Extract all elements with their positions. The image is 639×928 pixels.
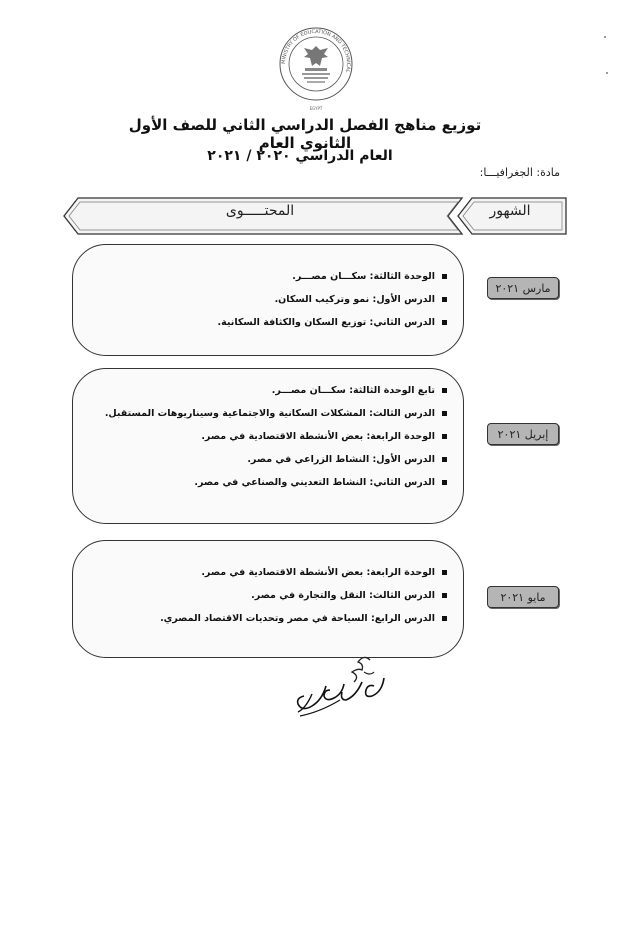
month-content-box: الوحدة الثالثة: سكـــان مصـــر. الدرس ال… [72,244,464,356]
list-item: الوحدة الرابعة: بعض الأنشطة الاقتصادية ف… [87,425,449,448]
list-item: الوحدة الرابعة: بعض الأنشطة الاقتصادية ف… [87,561,449,584]
list-item: الدرس الثاني: توزيع السكان والكثافة السك… [87,311,449,334]
month-content-box: تابع الوحدة الثالثة: سكـــان مصـــر. الد… [72,368,464,524]
academic-year: العام الدراسي ٢٠٢٠ / ٢٠٢١ [207,148,393,164]
ministry-seal-icon: MINISTRY OF EDUCATION AND TECHNICAL [279,27,353,101]
month-label: مايو ٢٠٢١ [487,586,559,608]
month-content-box: الوحدة الرابعة: بعض الأنشطة الاقتصادية ف… [72,540,464,658]
list-item: الدرس الرابع: السياحة في مصر وتحديات الا… [87,607,449,630]
subject-label: مادة: الجغرافيـــا: [479,166,560,179]
month-label: إبريل ٢٠٢١ [487,423,559,445]
document-title: توزيع مناهج الفصل الدراسي الثاني للصف ال… [128,116,482,152]
scan-speck [604,36,606,38]
lesson-list: تابع الوحدة الثالثة: سكـــان مصـــر. الد… [87,379,449,494]
header-months: الشهور [489,203,531,219]
seal-caption: EGYPT [309,106,323,111]
list-item: الدرس الثالث: المشكلات السكانية والاجتما… [87,402,449,425]
month-label: مارس ٢٠٢١ [487,277,559,299]
list-item: الدرس الثاني: النشاط التعديني والصناعي ف… [87,471,449,494]
handwritten-signature [296,656,385,717]
header-content: المحتـــــوى [225,203,295,219]
lesson-list: الوحدة الرابعة: بعض الأنشطة الاقتصادية ف… [87,561,449,630]
list-item: الدرس الأول: النشاط الزراعي في مصر. [87,448,449,471]
lesson-list: الوحدة الثالثة: سكـــان مصـــر. الدرس ال… [87,265,449,334]
list-item: الدرس الأول: نمو وتركيب السكان. [87,288,449,311]
table-header-arrows [63,197,567,235]
scan-speck [606,72,608,74]
list-item: الوحدة الثالثة: سكـــان مصـــر. [87,265,449,288]
list-item: تابع الوحدة الثالثة: سكـــان مصـــر. [87,379,449,402]
list-item: الدرس الثالث: النقل والتجارة في مصر. [87,584,449,607]
